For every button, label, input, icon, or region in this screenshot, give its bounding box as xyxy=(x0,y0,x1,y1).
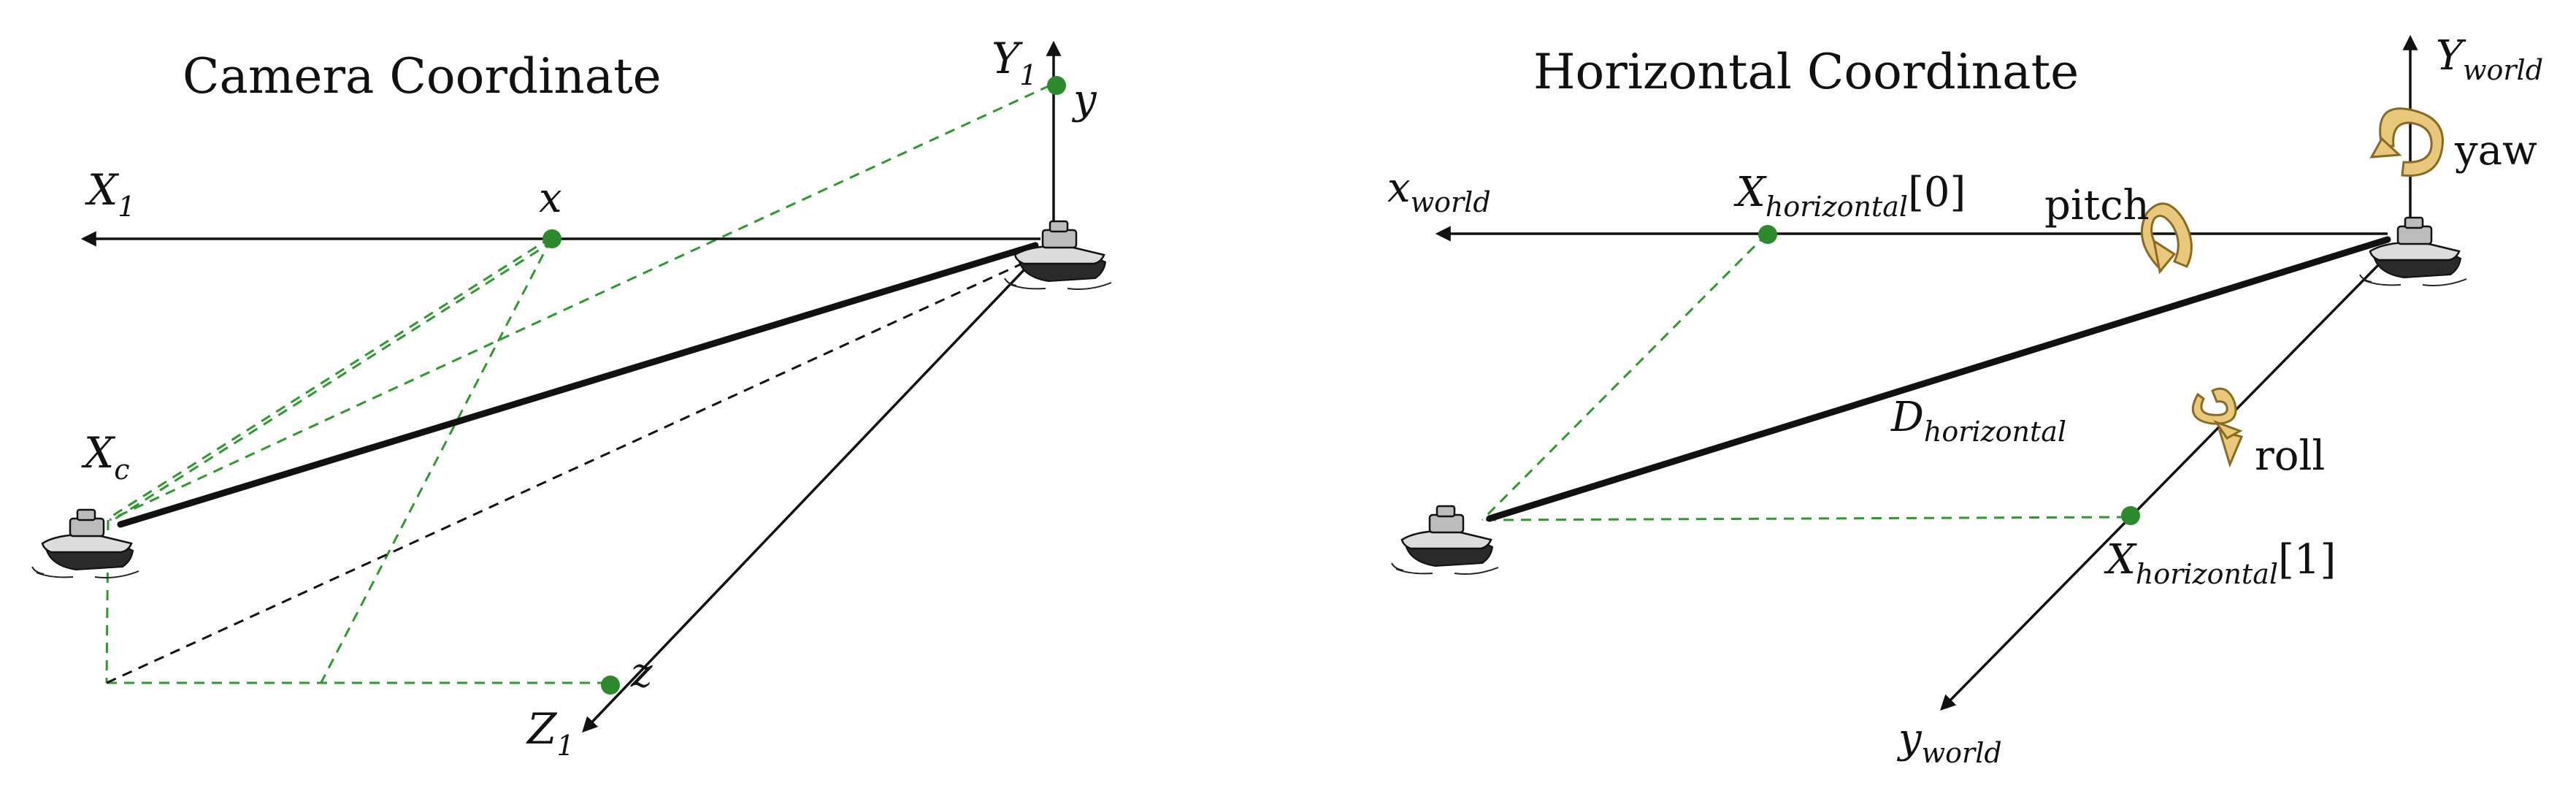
horizontal-distance-line xyxy=(1486,236,2391,522)
x-world-axis-label: xworld xyxy=(1387,164,1491,218)
roll-rotation-icon xyxy=(2191,387,2244,468)
boat-icon xyxy=(1390,505,1500,576)
horizontal-coordinate-title: Horizontal Coordinate xyxy=(1533,44,2079,100)
target-point-label: Xc xyxy=(81,428,130,486)
pitch-label: pitch xyxy=(2044,182,2150,229)
z1-axis xyxy=(582,269,1025,733)
point-z xyxy=(601,676,620,695)
point-horizontal-1 xyxy=(2121,506,2140,525)
projection-line-y xyxy=(107,236,552,520)
boat-icon xyxy=(31,508,140,579)
point-y-label: y xyxy=(1071,76,1097,123)
point-x-label: x xyxy=(539,175,562,222)
pitch-rotation-icon xyxy=(2140,202,2193,275)
point-x xyxy=(543,229,561,248)
camera-coordinate-title: Camera Coordinate xyxy=(183,48,662,104)
boat-icon xyxy=(1003,220,1113,291)
boat-icon xyxy=(2358,216,2468,287)
z1-axis-label: Z1 xyxy=(526,704,575,762)
horizontal-distance-label: Dhorizontal xyxy=(1890,394,2066,448)
projection-line-y-far xyxy=(109,84,1051,521)
horizontal-coordinate-panel: Horizontal Coordinate xwo xyxy=(1387,32,2543,769)
y1-axis-label: Y1 xyxy=(992,34,1037,91)
x1-axis-label: X1 xyxy=(85,165,135,223)
yaw-rotation-icon xyxy=(2369,107,2444,177)
point-horizontal-0 xyxy=(1758,225,1777,244)
y-world-axis xyxy=(1940,260,2383,711)
point-horizontal-1-label: Xhorizontal[1] xyxy=(2104,536,2336,590)
range-line xyxy=(117,242,1039,528)
point-y xyxy=(1047,76,1066,95)
projection-line-y-2 xyxy=(112,240,554,521)
projection-line-h1 xyxy=(1485,516,2130,521)
roll-label: roll xyxy=(2255,432,2325,480)
projection-line-x xyxy=(318,238,553,687)
projection-line-h0 xyxy=(1481,232,1768,521)
y-world-axis-label: yworld xyxy=(1896,715,2002,769)
yaw-label: yaw xyxy=(2454,127,2537,175)
point-horizontal-0-label: Xhorizontal[0] xyxy=(1733,169,1966,223)
camera-coordinate-panel: Camera Coordinate X1 Y1 Z1 x y z Xc xyxy=(31,34,1113,762)
Y-world-axis-label: Yworld xyxy=(2436,32,2543,86)
point-z-label: z xyxy=(630,649,653,697)
projection-line-ground xyxy=(106,261,1024,684)
